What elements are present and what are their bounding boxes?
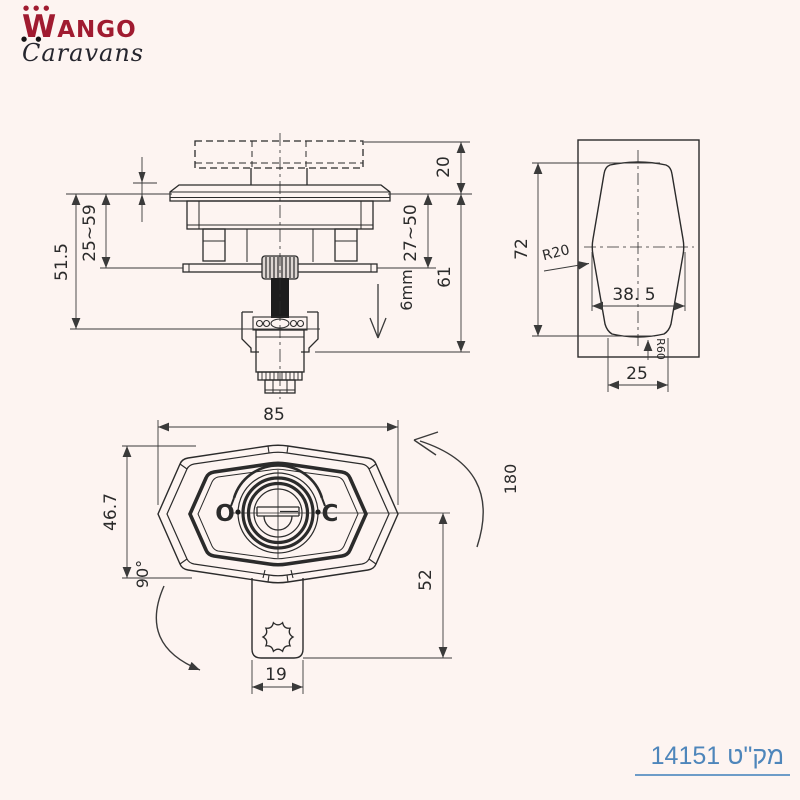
logo-wango-text: ●●●Wango bbox=[22, 5, 144, 43]
open-position-label: O bbox=[215, 501, 235, 527]
clamp-feet bbox=[202, 228, 358, 262]
dim-height-to-bracket: 51.5 bbox=[52, 243, 72, 281]
dim-panel-range-left: 25~59 bbox=[80, 204, 100, 262]
cylinder-crosshair bbox=[230, 470, 450, 558]
cutout-shape bbox=[591, 161, 685, 338]
close-position-label: C bbox=[322, 501, 339, 527]
latch-pin-scallop bbox=[261, 621, 295, 653]
dim-rotation-angle: 180 bbox=[501, 464, 520, 495]
handle-outline-inner bbox=[166, 451, 390, 577]
dim-open-angle: 90° bbox=[133, 560, 152, 588]
cutout-centerlines bbox=[584, 150, 694, 350]
dim-thread-label: 6mm bbox=[397, 269, 416, 310]
catalog-number-link[interactable]: מק"ט 14151 bbox=[634, 742, 790, 776]
latch-tongue bbox=[251, 569, 304, 659]
dim-top-radius: R20 bbox=[541, 242, 572, 264]
crown-icon: ●●● bbox=[23, 4, 54, 12]
dim-middle-width: 38. 5 bbox=[612, 285, 655, 305]
cutout-template-drawing bbox=[577, 139, 700, 358]
side-view-dimensions: 51.5 25~59 20 27~50 61 6mm bbox=[52, 141, 472, 353]
dim-handle-height: 46.7 bbox=[101, 493, 121, 531]
open-dot bbox=[235, 509, 241, 515]
recessed-panel-thick bbox=[188, 461, 368, 567]
close-dot bbox=[315, 509, 321, 515]
brand-logo: ●●●Wango ● ●Caravans bbox=[21, 5, 145, 67]
rotation-arc bbox=[232, 464, 324, 499]
recessed-panel-thin bbox=[197, 468, 359, 560]
dim-latch-width: 19 bbox=[265, 665, 287, 685]
dim-panel-range-right: 27~50 bbox=[401, 204, 421, 262]
insertion-arrow-icon bbox=[369, 284, 387, 339]
panda-ears-icon: ● ● bbox=[21, 35, 45, 43]
handle-corner-chamfers bbox=[179, 445, 377, 583]
flange-thickness-dim bbox=[133, 157, 157, 222]
rotation-180-arrow bbox=[413, 431, 484, 548]
logo-caravans-text: ● ●Caravans bbox=[21, 36, 145, 67]
handle-raised-phantom bbox=[194, 140, 364, 169]
handle-stems bbox=[250, 168, 308, 185]
rotation-arc-ends bbox=[230, 497, 326, 507]
swing-90-arrow bbox=[155, 585, 201, 671]
dim-latch-drop: 52 bbox=[416, 569, 436, 591]
panel-outline bbox=[577, 139, 700, 358]
dim-knob-height: 20 bbox=[434, 156, 454, 178]
front-view-drawing: O C bbox=[157, 444, 450, 659]
threaded-shaft bbox=[271, 278, 289, 318]
dim-handle-width: 85 bbox=[263, 405, 285, 425]
dim-bottom-width: 25 bbox=[626, 364, 648, 384]
mounting-bracket bbox=[241, 311, 319, 353]
dim-bottom-radius: R60 bbox=[654, 338, 667, 360]
cutout-dimensions: 72 R20 38. 5 R60 25 bbox=[512, 162, 686, 392]
dim-overall-height: 61 bbox=[435, 266, 455, 288]
dim-cutout-height: 72 bbox=[512, 238, 532, 260]
side-view-drawing bbox=[169, 133, 391, 399]
front-view-dimensions: 85 46.7 90° 180 52 19 bbox=[101, 405, 520, 694]
logo-caravans-label: Caravans bbox=[22, 39, 145, 67]
handle-outline-outer bbox=[157, 444, 399, 584]
